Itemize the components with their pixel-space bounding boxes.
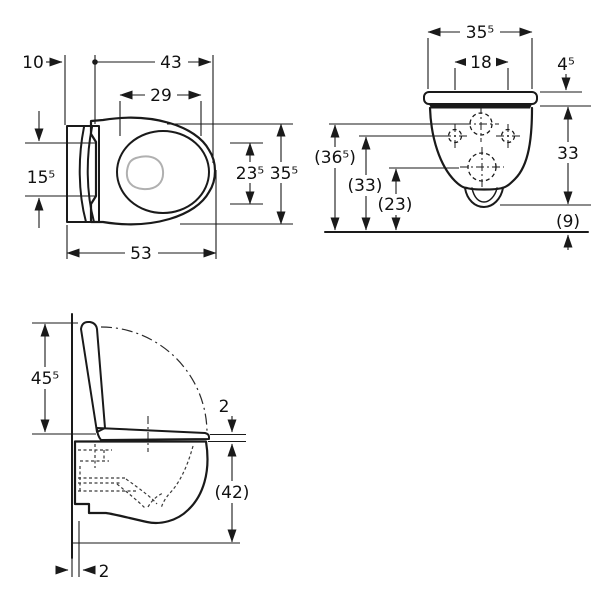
- front-bowl-outline: [428, 106, 534, 191]
- label-mask: [553, 142, 584, 163]
- dim-label: 45⁵: [31, 369, 59, 389]
- plan-bowl-outline: [89, 116, 217, 226]
- plan-bowl-rim: [116, 130, 210, 214]
- dim-43: 43: [92, 52, 214, 163]
- dim-label: 43: [160, 53, 182, 73]
- plan-view: 10 43 29 15⁵: [22, 52, 302, 264]
- label-mask: [233, 162, 268, 183]
- dim-42-ref: (42): [72, 443, 257, 544]
- dim-45-5: 45⁵: [25, 322, 96, 435]
- dim-label: 10: [22, 53, 44, 73]
- dim-label: 53: [130, 244, 152, 264]
- dim-15-5: 15⁵: [25, 111, 97, 228]
- dim-4-5: 4⁵: [540, 55, 591, 107]
- label-mask: [207, 481, 257, 503]
- side-lid-swing-arc: [100, 326, 208, 434]
- hidden-line: [125, 478, 158, 505]
- front-water-inlet-hole: [463, 106, 499, 142]
- dim-label: 15⁵: [27, 168, 55, 188]
- dim-35-5-plan: 35⁵: [167, 123, 302, 225]
- plan-cover-band-outer: [78, 126, 87, 223]
- dim-23-5: 23⁵: [230, 142, 268, 205]
- dim-label: (42): [215, 483, 250, 503]
- dim-33-ref: (33): [343, 135, 446, 231]
- label-mask: [266, 162, 302, 183]
- side-lid-raised: [80, 321, 106, 433]
- side-hidden-internals: [78, 444, 194, 510]
- dim-label: 2: [99, 562, 110, 582]
- dim-10: 10: [22, 53, 66, 125]
- dim-label: 35⁵: [270, 164, 298, 184]
- dim-label: 23⁵: [236, 164, 264, 184]
- dim-label: 29: [150, 86, 172, 106]
- label-mask: [155, 52, 188, 72]
- plan-wall-frame: [66, 125, 100, 223]
- dim-label: (23): [378, 195, 413, 215]
- side-bowl-outline: [73, 440, 209, 525]
- hidden-line: [160, 445, 194, 510]
- dim-label: 4⁵: [557, 55, 575, 75]
- dim-36-5-ref: (36⁵): [308, 123, 467, 231]
- dim-label: 35⁵: [466, 23, 494, 43]
- label-mask: [125, 243, 158, 263]
- hidden-line: [116, 483, 146, 509]
- label-mask: [145, 85, 177, 105]
- dim-label: (9): [556, 212, 580, 232]
- front-outlet-hole: [460, 147, 504, 187]
- dim-9-ref: (9): [556, 212, 580, 250]
- front-outlet-inner: [471, 187, 498, 203]
- dim-23-ref: (23): [373, 167, 459, 231]
- label-mask: [373, 194, 418, 215]
- label-mask: [308, 147, 363, 168]
- front-fixing-hole-left: [443, 124, 467, 148]
- side-seat: [96, 427, 210, 441]
- dim-label: 33: [557, 144, 579, 164]
- hidden-line: [147, 492, 164, 508]
- dim-2-wall: 2: [55, 521, 110, 582]
- dim-label: 2: [219, 397, 230, 417]
- label-mask: [25, 367, 66, 389]
- dim-53: 53: [66, 170, 217, 264]
- front-seat-lid: [423, 91, 538, 105]
- front-outlet-outer: [464, 187, 504, 208]
- dim-29: 29: [119, 85, 202, 136]
- label-mask: [466, 52, 496, 72]
- dim-label: 18: [470, 53, 492, 73]
- dim-label: (33): [348, 176, 383, 196]
- label-mask: [460, 22, 500, 42]
- dim-35-5-front: 35⁵: [427, 22, 533, 89]
- plan-water-outline: [125, 155, 165, 191]
- label-mask: [343, 175, 388, 196]
- dim-33: 33: [500, 106, 591, 206]
- dim-18: 18: [454, 52, 509, 90]
- front-fixing-hole-right: [496, 124, 520, 148]
- side-view: 45⁵ 2 (42) 2: [25, 313, 257, 582]
- dim-label: (36⁵): [314, 148, 356, 168]
- front-view: 35⁵ 18 4⁵ 33 (9): [308, 22, 591, 250]
- dim-2-seat: 2: [208, 397, 246, 443]
